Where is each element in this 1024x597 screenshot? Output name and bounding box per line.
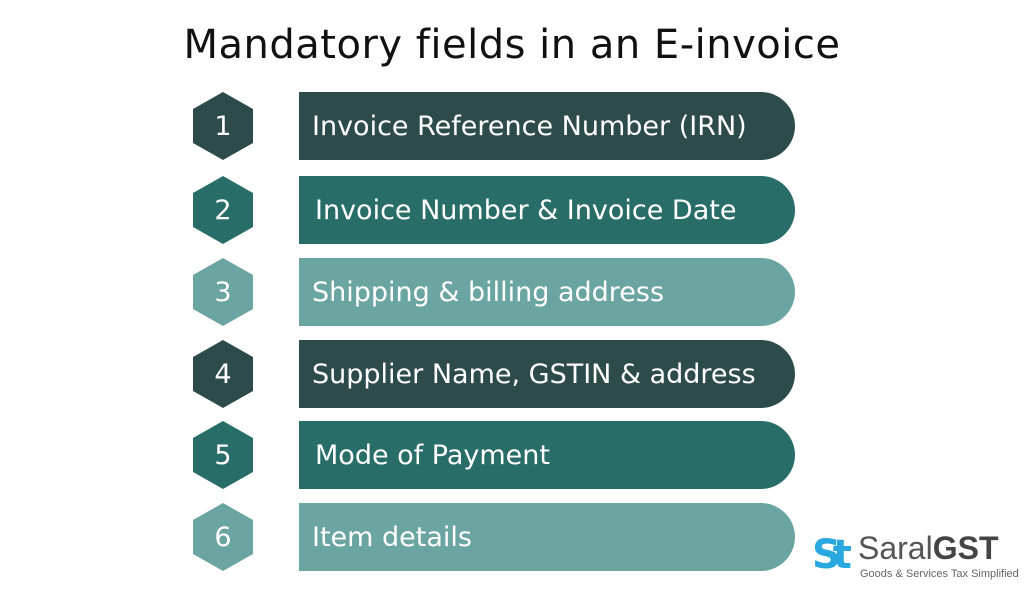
field-label: Invoice Number & Invoice Date <box>299 176 795 244</box>
hexagon-number-badge: 5 <box>193 421 253 489</box>
hexagon-number-badge: 1 <box>193 92 253 160</box>
field-item-4: 4 Supplier Name, GSTIN & address <box>0 340 1024 410</box>
field-item-2: 2 Invoice Number & Invoice Date <box>0 176 1024 246</box>
field-label: Supplier Name, GSTIN & address <box>299 340 795 408</box>
logo-mark-icon: St <box>812 532 852 578</box>
field-label: Mode of Payment <box>299 421 795 489</box>
field-item-3: 3 Shipping & billing address <box>0 258 1024 328</box>
hexagon-number-badge: 6 <box>193 503 253 571</box>
hexagon-number-badge: 2 <box>193 176 253 244</box>
field-item-6: 6 Item details <box>0 503 1024 573</box>
field-label: Item details <box>299 503 795 571</box>
logo-tagline: Goods & Services Tax Simplified <box>860 568 1019 580</box>
page-title: Mandatory fields in an E-invoice <box>183 22 841 68</box>
hexagon-number-badge: 3 <box>193 258 253 326</box>
logo-name: SaralGST <box>858 530 998 566</box>
field-label: Shipping & billing address <box>299 258 795 326</box>
logo-name-bold: GST <box>932 530 999 566</box>
field-item-5: 5 Mode of Payment <box>0 421 1024 491</box>
field-label: Invoice Reference Number (IRN) <box>299 92 795 160</box>
hexagon-number-badge: 4 <box>193 340 253 408</box>
saralgst-logo: St SaralGST Goods & Services Tax Simplif… <box>812 530 1019 586</box>
field-item-1: 1 Invoice Reference Number (IRN) <box>0 92 1024 162</box>
logo-name-light: Saral <box>858 530 933 566</box>
